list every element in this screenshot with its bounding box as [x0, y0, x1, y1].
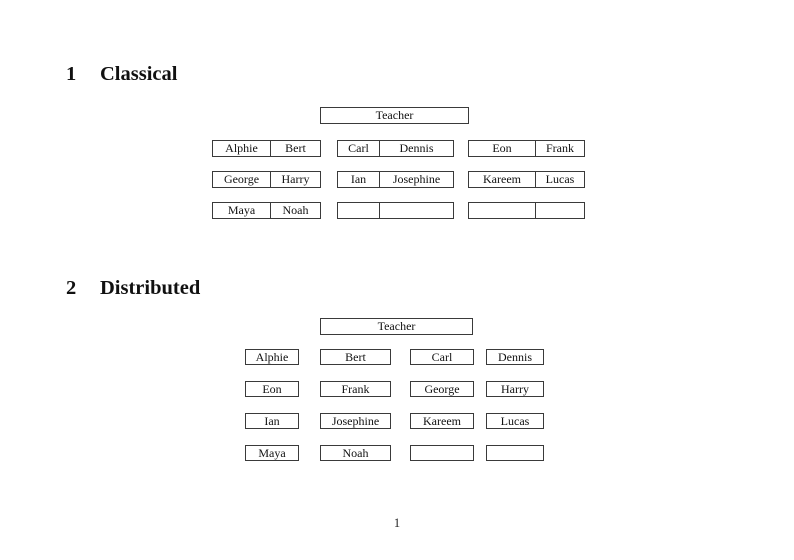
seat-box: Harry	[486, 381, 544, 397]
seat-cell: Eon	[469, 141, 536, 156]
section-heading-classical: 1 Classical	[66, 63, 177, 85]
seat-box: Maya	[245, 445, 299, 461]
teacher-label: Teacher	[375, 108, 414, 122]
section-number: 2	[66, 277, 77, 299]
seat-cell	[469, 203, 536, 218]
seat-pair-box: Ian Josephine	[337, 171, 454, 188]
seat-box: Kareem	[410, 413, 474, 429]
seat-pair-box	[337, 202, 454, 219]
section-title: Classical	[100, 63, 178, 85]
seat-pair-box: George Harry	[212, 171, 321, 188]
seat-box: George	[410, 381, 474, 397]
section-number: 1	[66, 63, 77, 85]
seat-pair-box: Alphie Bert	[212, 140, 321, 157]
seat-box: Lucas	[486, 413, 544, 429]
seat-cell: Kareem	[469, 172, 536, 187]
seat-cell: Lucas	[545, 172, 575, 186]
seat-pair-box: Kareem Lucas	[468, 171, 585, 188]
seat-cell	[338, 203, 380, 218]
seat-cell: Josephine	[392, 172, 441, 186]
page-number: 1	[393, 516, 401, 530]
seat-pair-box: Carl Dennis	[337, 140, 454, 157]
teacher-box: Teacher	[320, 107, 469, 124]
seat-cell: Ian	[338, 172, 380, 187]
seat-box	[486, 445, 544, 461]
seat-cell: Bert	[285, 141, 306, 155]
seat-pair-box	[468, 202, 585, 219]
seat-pair-box: Maya Noah	[212, 202, 321, 219]
seat-box	[410, 445, 474, 461]
seat-cell: Frank	[546, 141, 574, 155]
seat-cell	[380, 203, 453, 218]
seat-cell	[536, 203, 584, 218]
seat-box: Frank	[320, 381, 391, 397]
seat-cell: Carl	[338, 141, 380, 156]
seat-cell: Harry	[281, 172, 310, 186]
section-heading-distributed: 2 Distributed	[66, 277, 200, 299]
section-title: Distributed	[100, 277, 201, 299]
seat-box: Alphie	[245, 349, 299, 365]
seat-box: Eon	[245, 381, 299, 397]
seat-cell: Alphie	[213, 141, 271, 156]
teacher-label: Teacher	[377, 319, 416, 333]
seat-box: Carl	[410, 349, 474, 365]
seat-box: Josephine	[320, 413, 391, 429]
seat-pair-box: Eon Frank	[468, 140, 585, 157]
seat-box: Dennis	[486, 349, 544, 365]
teacher-box: Teacher	[320, 318, 473, 335]
seat-box: Noah	[320, 445, 391, 461]
seat-cell: Dennis	[399, 141, 434, 155]
seat-box: Ian	[245, 413, 299, 429]
seat-cell: Maya	[213, 203, 271, 218]
seat-cell: Noah	[282, 203, 309, 217]
seat-cell: George	[213, 172, 271, 187]
seat-box: Bert	[320, 349, 391, 365]
